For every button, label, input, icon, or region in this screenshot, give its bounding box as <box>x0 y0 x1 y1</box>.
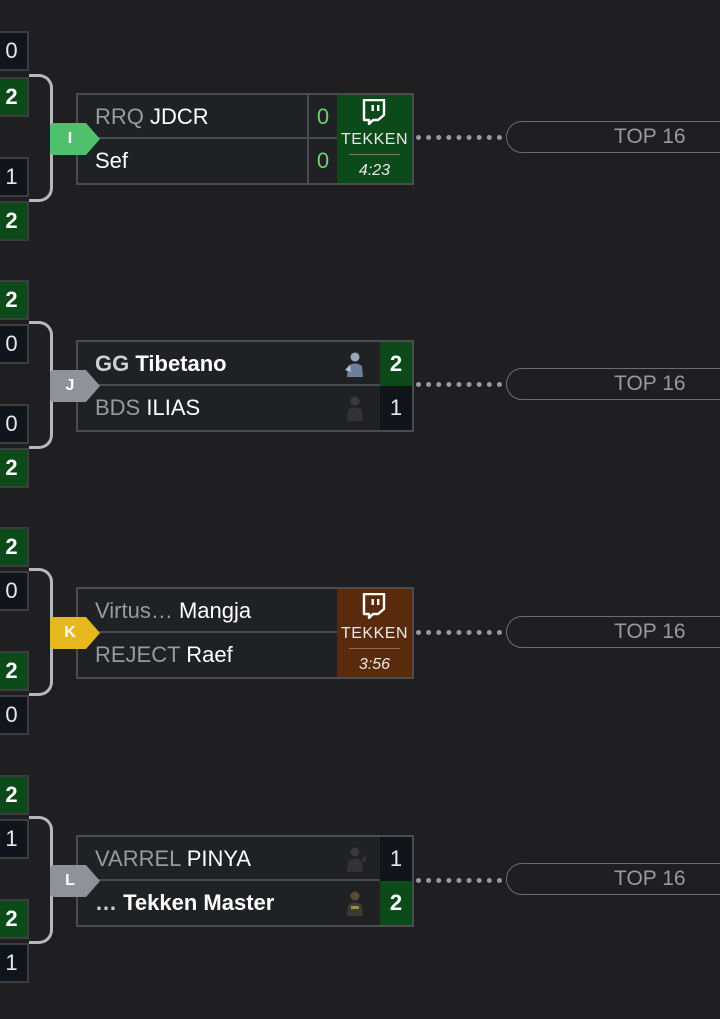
progression-connector <box>416 630 502 635</box>
stream-time: 4:23 <box>358 162 391 179</box>
progression-connector <box>416 878 502 883</box>
next-round-label: TOP 16 <box>614 867 686 890</box>
team-tag: … <box>95 890 117 915</box>
next-round-label: TOP 16 <box>614 372 686 395</box>
next-round-slot[interactable]: TOP 16 <box>506 863 720 895</box>
prev-score: 1 <box>0 943 29 983</box>
divider <box>349 154 400 155</box>
gamer-tag: Tibetano <box>135 351 227 376</box>
character-avatar-icon <box>347 396 363 421</box>
prev-score: 0 <box>0 31 29 71</box>
stream-indicator[interactable]: TEKKEN 4:23 <box>337 95 412 183</box>
team-tag: Virtus… <box>95 598 173 623</box>
prev-score: 2 <box>0 201 29 241</box>
prev-score: 2 <box>0 775 29 815</box>
player-name: … Tekken Master <box>95 881 274 925</box>
player-row[interactable]: Sef 0 <box>78 139 412 183</box>
match-card-l[interactable]: VARREL PINYA 1 … Tekken Master 2 <box>76 835 414 927</box>
player-score: 0 <box>307 139 337 183</box>
player-name: REJECT Raef <box>95 633 233 677</box>
next-round-label: TOP 16 <box>614 620 686 643</box>
match-card-k[interactable]: Virtus… Mangja REJECT Raef TEKKEN 3:56 <box>76 587 414 679</box>
player-name: BDS ILIAS <box>95 386 200 430</box>
match-badge-l: L <box>50 865 100 897</box>
prev-score: 2 <box>0 527 29 567</box>
prev-score: 0 <box>0 571 29 611</box>
stream-indicator[interactable]: TEKKEN 3:56 <box>337 589 412 677</box>
player-name: Virtus… Mangja <box>95 589 251 633</box>
player-row[interactable]: Virtus… Mangja <box>78 589 412 633</box>
character-avatar-icon <box>347 847 367 872</box>
team-tag: GG <box>95 351 130 376</box>
divider <box>349 648 400 649</box>
gamer-tag: Sef <box>95 148 129 173</box>
twitch-icon <box>362 99 386 125</box>
match-badge-j: J <box>50 370 100 402</box>
player-row[interactable]: … Tekken Master 2 <box>78 881 412 925</box>
stream-game: TEKKEN <box>340 131 408 148</box>
player-score: 2 <box>380 881 412 925</box>
gamer-tag: Tekken Master <box>123 890 275 915</box>
match-id: J <box>65 377 75 394</box>
stream-time: 3:56 <box>358 656 391 673</box>
prev-score: 2 <box>0 448 29 488</box>
match-badge-i: I <box>50 123 100 155</box>
team-tag: VARREL <box>95 846 181 871</box>
match-id: K <box>64 624 76 641</box>
match-badge-k: K <box>50 617 100 649</box>
gamer-tag: Mangja <box>178 598 252 623</box>
prev-score: 0 <box>0 324 29 364</box>
prev-score: 2 <box>0 280 29 320</box>
gamer-tag: PINYA <box>186 846 252 871</box>
prev-score: 0 <box>0 695 29 735</box>
progression-connector <box>416 135 502 140</box>
prev-score: 2 <box>0 651 29 691</box>
next-round-slot[interactable]: TOP 16 <box>506 121 720 153</box>
player-score: 2 <box>380 342 412 386</box>
player-name: Sef <box>95 139 128 183</box>
progression-connector <box>416 382 502 387</box>
prev-score: 1 <box>0 819 29 859</box>
next-round-label: TOP 16 <box>614 125 686 148</box>
prev-score: 0 <box>0 404 29 444</box>
team-tag: RRQ <box>95 104 144 129</box>
player-row[interactable]: REJECT Raef <box>78 633 412 677</box>
player-score: 1 <box>380 386 412 430</box>
team-tag: BDS <box>95 395 141 420</box>
team-tag: REJECT <box>95 642 181 667</box>
player-row[interactable]: RRQ JDCR 0 <box>78 95 412 139</box>
gamer-tag: Raef <box>186 642 233 667</box>
gamer-tag: ILIAS <box>146 395 201 420</box>
gamer-tag: JDCR <box>150 104 209 129</box>
twitch-icon <box>362 593 386 619</box>
player-score: 1 <box>380 837 412 881</box>
prev-score: 1 <box>0 157 29 197</box>
player-row[interactable]: BDS ILIAS 1 <box>78 386 412 430</box>
match-id: I <box>67 130 73 147</box>
player-row[interactable]: VARREL PINYA 1 <box>78 837 412 881</box>
next-round-slot[interactable]: TOP 16 <box>506 616 720 648</box>
prev-score: 2 <box>0 77 29 117</box>
prev-score: 2 <box>0 899 29 939</box>
match-card-i[interactable]: RRQ JDCR 0 Sef 0 TEKKEN 4:23 <box>76 93 414 185</box>
player-row[interactable]: GG Tibetano 2 <box>78 342 412 386</box>
match-card-j[interactable]: GG Tibetano 2 BDS ILIAS 1 <box>76 340 414 432</box>
player-name: VARREL PINYA <box>95 837 251 881</box>
player-name: RRQ JDCR <box>95 95 209 139</box>
character-avatar-icon <box>347 891 363 916</box>
match-id: L <box>65 872 75 889</box>
player-score: 0 <box>307 95 337 139</box>
character-avatar-icon <box>345 352 363 377</box>
stream-game: TEKKEN <box>340 625 408 642</box>
next-round-slot[interactable]: TOP 16 <box>506 368 720 400</box>
player-name: GG Tibetano <box>95 342 227 386</box>
